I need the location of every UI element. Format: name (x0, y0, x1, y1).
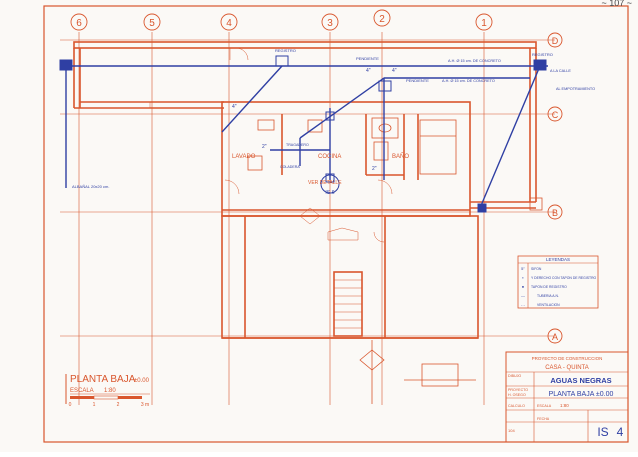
registro-label-1: REGISTRO (275, 48, 296, 53)
column-label-4: 4 (226, 18, 232, 29)
column-bubbles: 6 5 4 3 2 1 (70, 9, 493, 31)
legend-symbol-3: — (521, 293, 525, 298)
room-bano: BAÑO (392, 153, 409, 160)
registro-label-2: REGISTRO (532, 52, 553, 57)
calculo-label: CALCULO (508, 404, 525, 408)
legend-text-0: SIFON (531, 267, 542, 271)
pendiente-top-label: PENDIENTE (356, 56, 379, 61)
revision-label: 104 (508, 428, 515, 433)
legend: LEYENDAS 5" SIFON ▪ Y DERECHO CON TAPON … (517, 255, 599, 309)
legend-text-1: Y DERECHO CON TAPON DE REGISTRO (531, 276, 597, 280)
stair-treads (149, 47, 393, 329)
scale-tick-2: 2 (117, 402, 120, 408)
room-lavado: LAVADO (232, 154, 256, 160)
ah-top-label: A.H. Ø 15 cm. DE CONCRETO (448, 59, 501, 63)
sheet-frame (43, 5, 629, 443)
column-bubble-2 (373, 9, 391, 27)
column-label-3: 3 (327, 18, 333, 29)
title-block: PROYECTO DE CONSTRUCCION CASA - QUINTA D… (505, 351, 629, 443)
legend-text-3: TUBERIA A.N. (537, 294, 559, 298)
diameter-5: 2" (372, 166, 377, 172)
fecha-label: FECHA (537, 417, 550, 421)
grid-axes (60, 32, 555, 405)
project-label: PROYECTO DE CONSTRUCCION (532, 356, 603, 361)
column-bubble-1 (475, 13, 493, 31)
legend-symbol-1: ▪ (522, 275, 524, 280)
plan-title-level: ±0.00 (134, 378, 150, 384)
escala-label: ESCALA (537, 404, 552, 408)
project-name: CASA - QUINTA (545, 365, 589, 371)
legend-symbol-0: 5" (521, 266, 525, 271)
scale-tick-0: 0 (69, 402, 72, 408)
a-la-calle-label: A LA CALLE (550, 69, 571, 73)
row-label-c: C (552, 110, 559, 120)
scale-tick-3: 3 m (141, 402, 149, 408)
albanal-label: ALBAÑAL 20x20 cm. (72, 184, 109, 189)
page-number: ~ 107 ~ (601, 0, 632, 8)
plan-walls (73, 41, 537, 339)
legend-symbol-4: - - (521, 302, 525, 307)
subject: AGUAS NEGRAS (550, 376, 611, 385)
room-cocina: COCINA (318, 154, 341, 160)
dibujo-label: DIBUJO (508, 374, 521, 378)
row-label-b: B (552, 208, 558, 218)
row-label-d: D (552, 36, 559, 46)
registro-boxes (59, 55, 547, 213)
scale-value: 1:80 (104, 388, 116, 394)
pendiente-mid-label: PENDIENTE (406, 78, 429, 83)
fixtures (247, 117, 543, 404)
column-bubble-6 (70, 13, 88, 31)
pipe-annotations: PENDIENTE A.H. Ø 15 cm. DE CONCRETO PEND… (72, 48, 595, 196)
legend-text-2: TAPON DE REGISTRO (531, 285, 567, 289)
diameter-3: 4" (232, 104, 237, 110)
legend-symbol-2: ● (522, 284, 525, 289)
sheet-code: IS (597, 425, 608, 439)
column-bubble-3 (321, 13, 339, 31)
row-label-a: A (552, 332, 558, 342)
diameter-2: 4" (392, 68, 397, 74)
legend-text-4: VENTILACION (537, 303, 560, 307)
ah-mid-label: A.H. Ø 15 cm. DE CONCRETO (442, 79, 495, 83)
scale-label: ESCALA (70, 388, 94, 394)
plan-title-name: PLANTA BAJA (70, 374, 136, 385)
empotramiento-label: AL EMPOTRAMIENTO (556, 87, 595, 91)
coladera-label: COLADERA (280, 165, 300, 169)
column-label-1: 1 (481, 18, 487, 29)
row-bubbles: D C B A (547, 32, 563, 344)
escala-value: 1:80 (560, 403, 569, 408)
column-label-2: 2 (379, 14, 385, 25)
sheet-number: 4 (617, 425, 624, 439)
room-labels: LAVADO COCINA BAÑO (232, 153, 409, 160)
diameter-1: 4" (366, 68, 371, 74)
column-label-5: 5 (149, 18, 155, 29)
scale-tick-1: 1 (93, 402, 96, 408)
tragadero-label: TRAGADERO (286, 143, 309, 147)
column-label-6: 6 (76, 18, 82, 29)
ver-detalle-label: VER DETALLE (308, 180, 342, 186)
column-bubble-5 (143, 13, 161, 31)
proyecto-label: PROYECTO (508, 388, 528, 392)
sheet-title: PLANTA BAJA ±0.00 (549, 391, 614, 398)
legend-title: LEYENDAS (546, 257, 570, 262)
diameter-4: 2" (262, 144, 267, 150)
detalle-ref-label: IS-6 (325, 190, 334, 196)
plan-title: PLANTA BAJA ±0.00 ESCALA 1:80 0 1 2 3 m (65, 374, 150, 408)
proyecto-value: H. OSEGO (508, 393, 526, 397)
column-bubble-4 (220, 13, 238, 31)
drainage-pipes (62, 65, 548, 209)
